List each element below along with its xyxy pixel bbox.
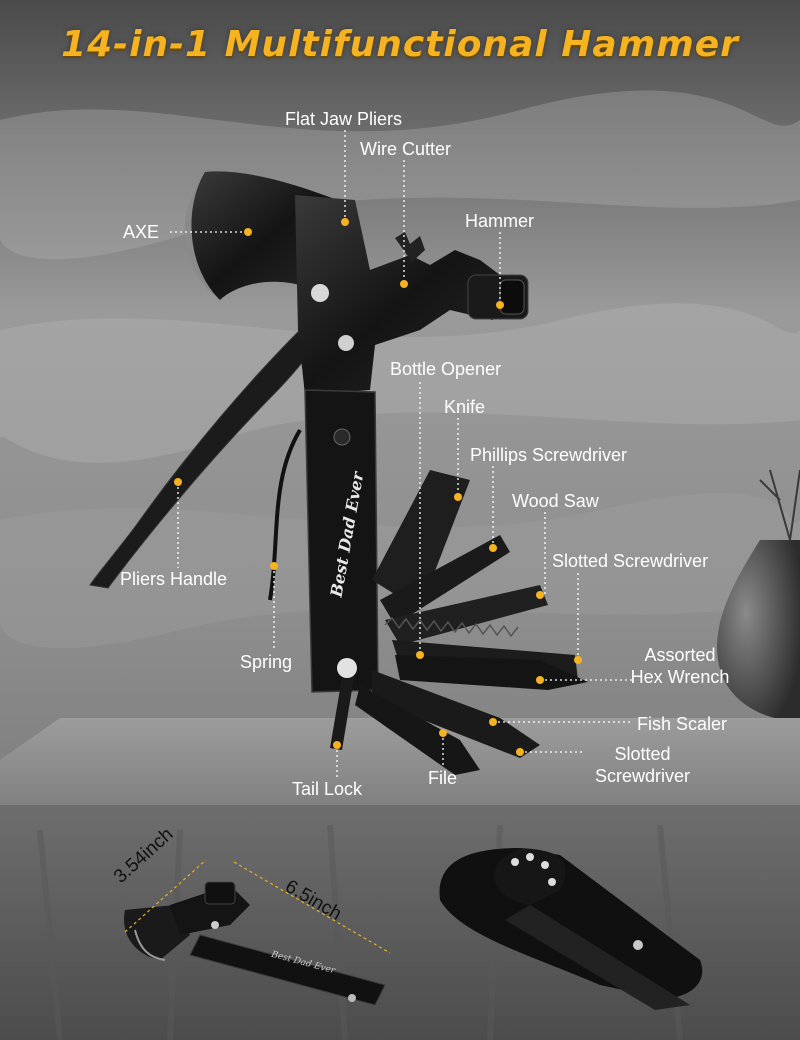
callout-leaders [170, 130, 632, 778]
label-slotted-screwdriver-top: Slotted Screwdriver [552, 551, 709, 571]
vase-decoration [717, 469, 800, 722]
pouch-image [439, 848, 703, 1010]
label-bottle-opener: Bottle Opener [390, 359, 502, 379]
label-slotted-line2: Screwdriver [594, 766, 691, 786]
label-wood-saw: Wood Saw [512, 491, 599, 511]
label-tail-lock: Tail Lock [292, 779, 363, 799]
callout-dots [174, 218, 582, 756]
page-title: 14-in-1 Multifunctional Hammer [61, 24, 739, 65]
label-assorted-line2: Hex Wrench [630, 667, 730, 687]
label-phillips-screwdriver: Phillips Screwdriver [470, 445, 628, 465]
label-file: File [428, 768, 458, 788]
multitool [89, 171, 588, 775]
label-spring: Spring [240, 652, 293, 672]
label-knife: Knife [444, 397, 486, 417]
label-flat-jaw-pliers: Flat Jaw Pliers [285, 109, 403, 129]
dimension-lines [124, 859, 391, 954]
label-hammer: Hammer [465, 211, 535, 231]
folded-tool-image [124, 881, 386, 1006]
label-slotted-screwdriver-bottom: Slotted Screwdriver [585, 743, 700, 787]
label-axe: AXE [123, 222, 160, 242]
label-fish-scaler: Fish Scaler [637, 714, 728, 734]
label-assorted-hex-wrench: Assorted Hex Wrench [620, 644, 740, 688]
label-slotted-line1: Slotted [614, 744, 671, 764]
label-assorted-line1: Assorted [644, 645, 716, 665]
label-wire-cutter: Wire Cutter [360, 139, 452, 159]
label-pliers-handle: Pliers Handle [120, 569, 228, 589]
